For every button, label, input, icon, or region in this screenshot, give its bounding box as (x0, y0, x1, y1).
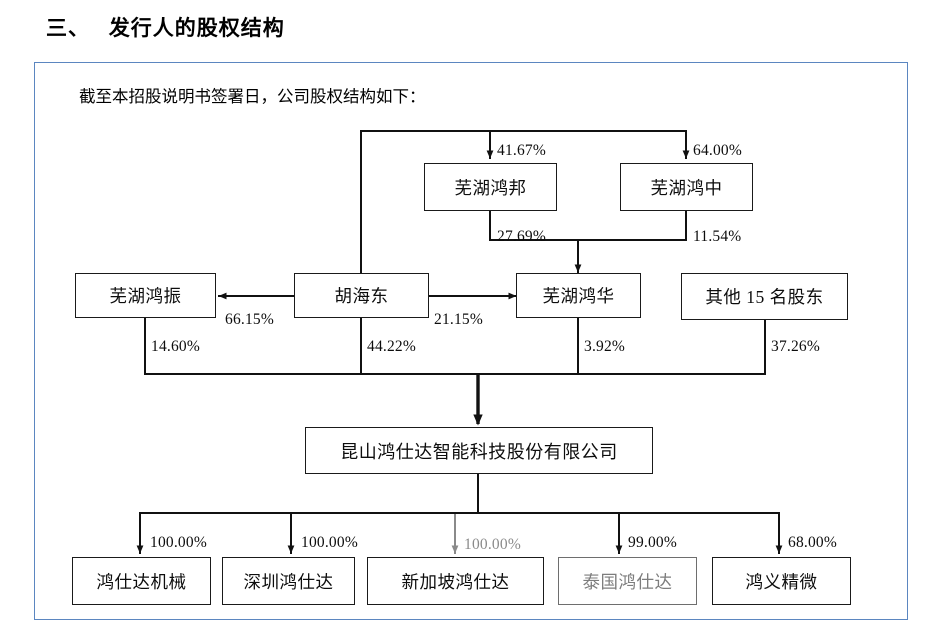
node-wuhu-hongbang[interactable]: 芜湖鸿邦 (424, 163, 557, 211)
node-wuhu-honghua[interactable]: 芜湖鸿华 (516, 273, 641, 318)
node-hongyi-jingwei[interactable]: 鸿义精微 (712, 557, 851, 605)
edge-label-hu-to-hongbang: 41.67% (497, 142, 546, 159)
edge-label-issuer-to-thailand: 99.00% (628, 534, 677, 551)
page-title: 三、 发行人的股权结构 (46, 16, 285, 40)
edge-label-hongzhong-to-honghua: 11.54% (693, 228, 742, 245)
edge-label-hu-to-hongzhen: 66.15% (225, 311, 274, 328)
edge-label-hu-to-honghua: 21.15% (434, 311, 483, 328)
node-other-shareholders[interactable]: 其他 15 名股东 (681, 273, 848, 320)
edge-label-hu-to-hongzhong: 64.00% (693, 142, 742, 159)
edge-label-issuer-to-machinery: 100.00% (150, 534, 207, 551)
edge-label-issuer-to-shenzhen: 100.00% (301, 534, 358, 551)
edge-label-others-to-issuer: 37.26% (771, 338, 820, 355)
node-issuer[interactable]: 昆山鸿仕达智能科技股份有限公司 (305, 427, 653, 474)
intro-text: 截至本招股说明书签署日，公司股权结构如下： (79, 87, 426, 106)
node-wuhu-hongzhong[interactable]: 芜湖鸿中 (620, 163, 753, 211)
edge-label-hongbang-to-honghua: 27.69% (497, 228, 546, 245)
edge-label-issuer-to-singapore: 100.00% (464, 536, 521, 553)
node-wuhu-hongzhen[interactable]: 芜湖鸿振 (75, 273, 216, 318)
edge-label-hongzhen-to-issuer: 14.60% (151, 338, 200, 355)
node-hongshida-machinery[interactable]: 鸿仕达机械 (72, 557, 211, 605)
node-hu-haidong[interactable]: 胡海东 (294, 273, 429, 318)
edge-label-hu-to-issuer: 44.22% (367, 338, 416, 355)
node-thailand-hongshida[interactable]: 泰国鸿仕达 (558, 557, 697, 605)
edge-label-honghua-to-issuer: 3.92% (584, 338, 626, 355)
node-shenzhen-hongshida[interactable]: 深圳鸿仕达 (222, 557, 355, 605)
edge-label-issuer-to-hongyi: 68.00% (788, 534, 837, 551)
node-singapore-hongshida[interactable]: 新加坡鸿仕达 (367, 557, 544, 605)
